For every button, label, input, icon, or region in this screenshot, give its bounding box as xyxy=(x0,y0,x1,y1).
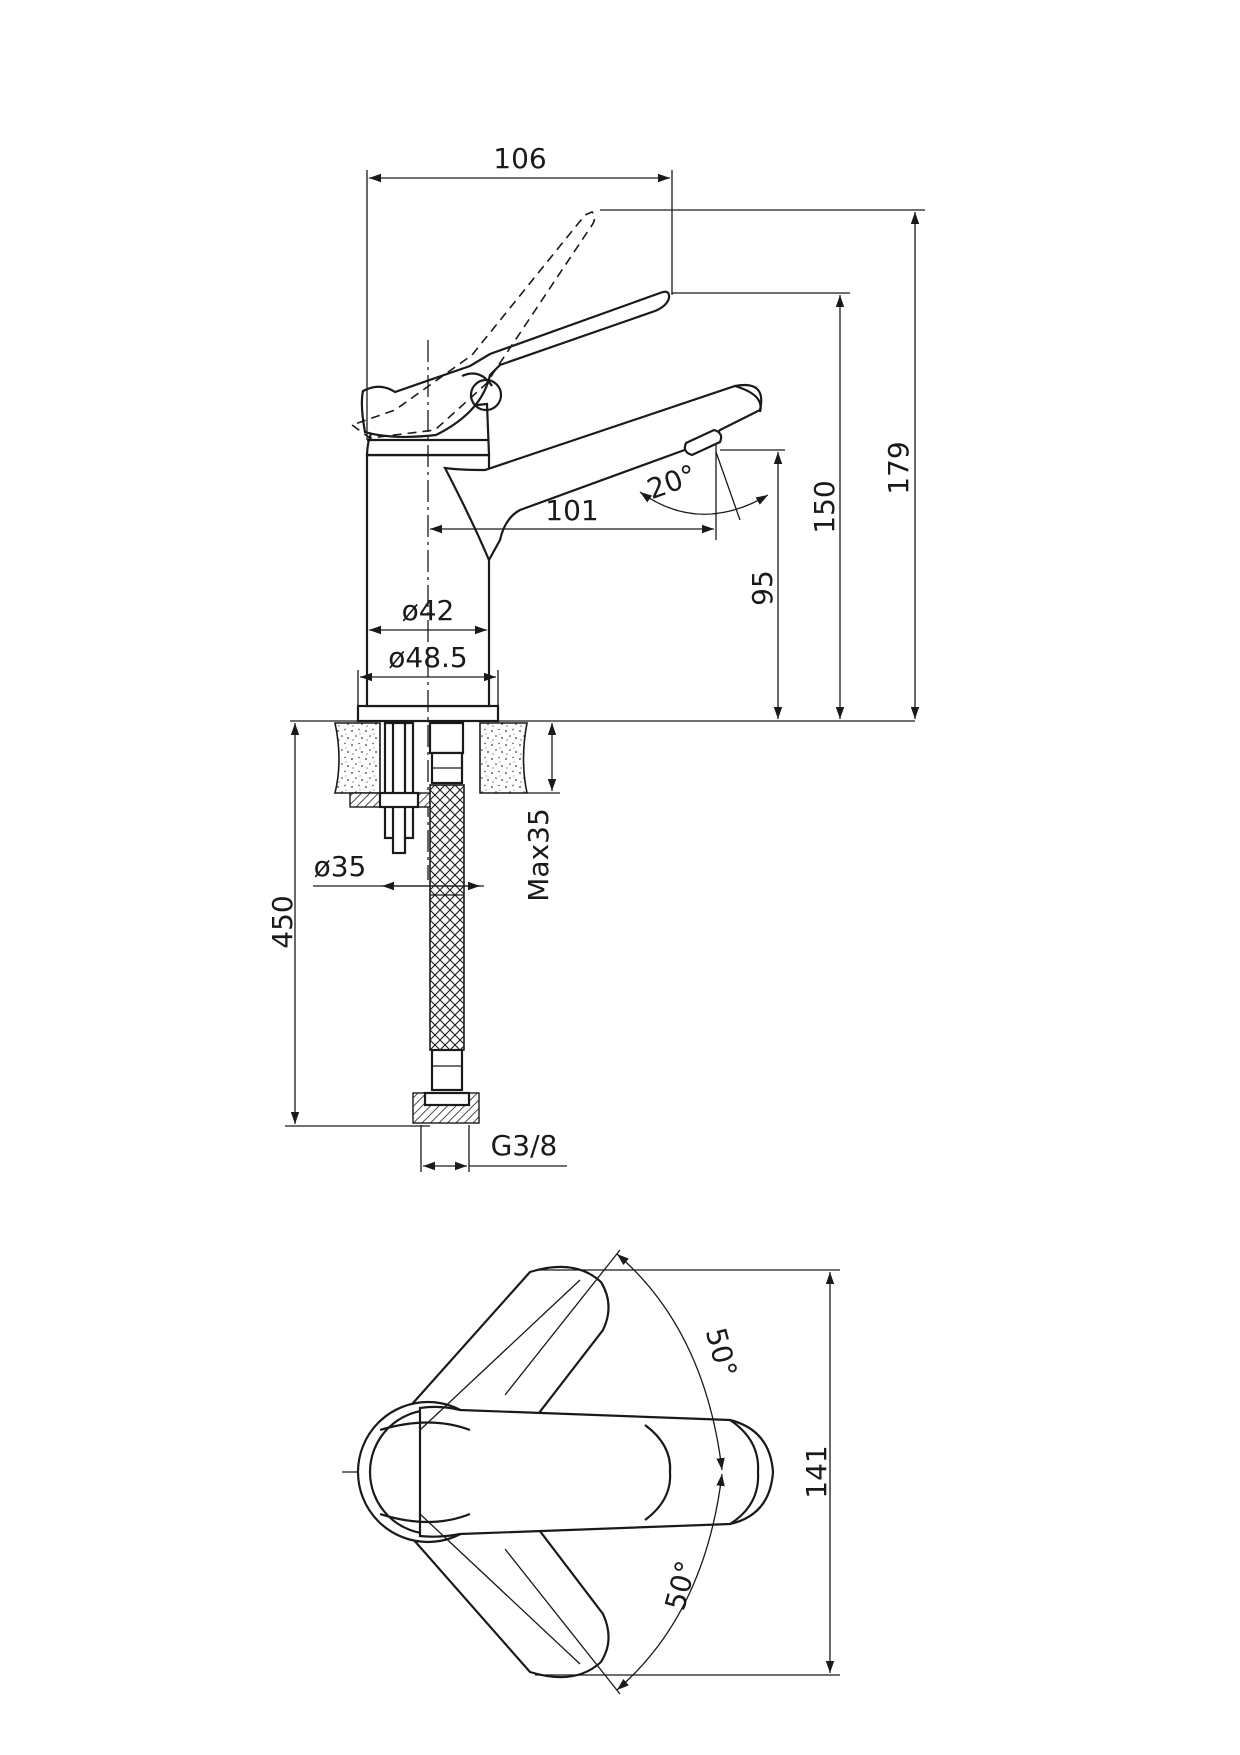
braided-hose xyxy=(429,784,465,1051)
handle-raised-position xyxy=(350,211,596,439)
rubber-washer-left xyxy=(349,792,381,808)
fixing-rod xyxy=(391,721,407,855)
angle-ray-upper xyxy=(504,1249,621,1396)
dim-base-diameter: ø48.5 xyxy=(388,641,467,674)
side-elevation-view: 106 179 150 95 101 20° ø42 ø48.5 xyxy=(266,142,925,1172)
dim-handle-height: 179 xyxy=(882,441,915,494)
handle-edge-up xyxy=(419,1279,581,1431)
angle-ray-lower xyxy=(504,1548,621,1695)
countertop-slab-left xyxy=(333,722,381,794)
dim-spout-height: 95 xyxy=(746,570,779,606)
angle-ray xyxy=(715,451,741,521)
connection-nut-inner xyxy=(423,1091,471,1107)
dim-body-height: 150 xyxy=(808,480,841,533)
plan-view: 50° 50° 141 xyxy=(342,1249,840,1695)
dim-spout-angle: 20° xyxy=(643,458,701,506)
dim-rotation-upper: 50° xyxy=(699,1324,744,1380)
spout xyxy=(443,383,763,563)
dim-arc-spout-angle xyxy=(639,491,769,515)
aerator xyxy=(683,428,723,457)
dim-plan-length: 141 xyxy=(800,1445,833,1498)
operating-handle xyxy=(360,290,671,438)
hose-fitting-bottom xyxy=(430,1048,464,1092)
body-detail xyxy=(379,1512,471,1524)
dim-body-diameter: ø42 xyxy=(402,594,455,627)
dim-max-counter-thickness: Max35 xyxy=(522,808,555,902)
spout-tip-edge xyxy=(734,384,762,413)
dim-rotation-lower: 50° xyxy=(658,1557,703,1613)
body-detail xyxy=(379,1421,471,1432)
handle-joint-line xyxy=(461,372,493,387)
dim-spout-reach: 101 xyxy=(545,494,598,527)
handle-edge-down xyxy=(419,1513,581,1665)
dim-connection-thread: G3/8 xyxy=(491,1129,558,1162)
dim-overall-reach: 106 xyxy=(493,142,546,175)
dim-hose-length: 450 xyxy=(266,895,299,948)
fixing-nut xyxy=(378,791,420,809)
handle-tip-edge xyxy=(729,1419,760,1525)
dim-hole-diameter: ø35 xyxy=(314,850,367,883)
dim-arc-rotation-lower xyxy=(616,1473,725,1691)
dim-arc-rotation-upper xyxy=(616,1253,725,1471)
handle-center-position xyxy=(418,1405,775,1538)
hose-fitting-top xyxy=(428,721,465,755)
countertop-slab-right xyxy=(479,722,528,794)
